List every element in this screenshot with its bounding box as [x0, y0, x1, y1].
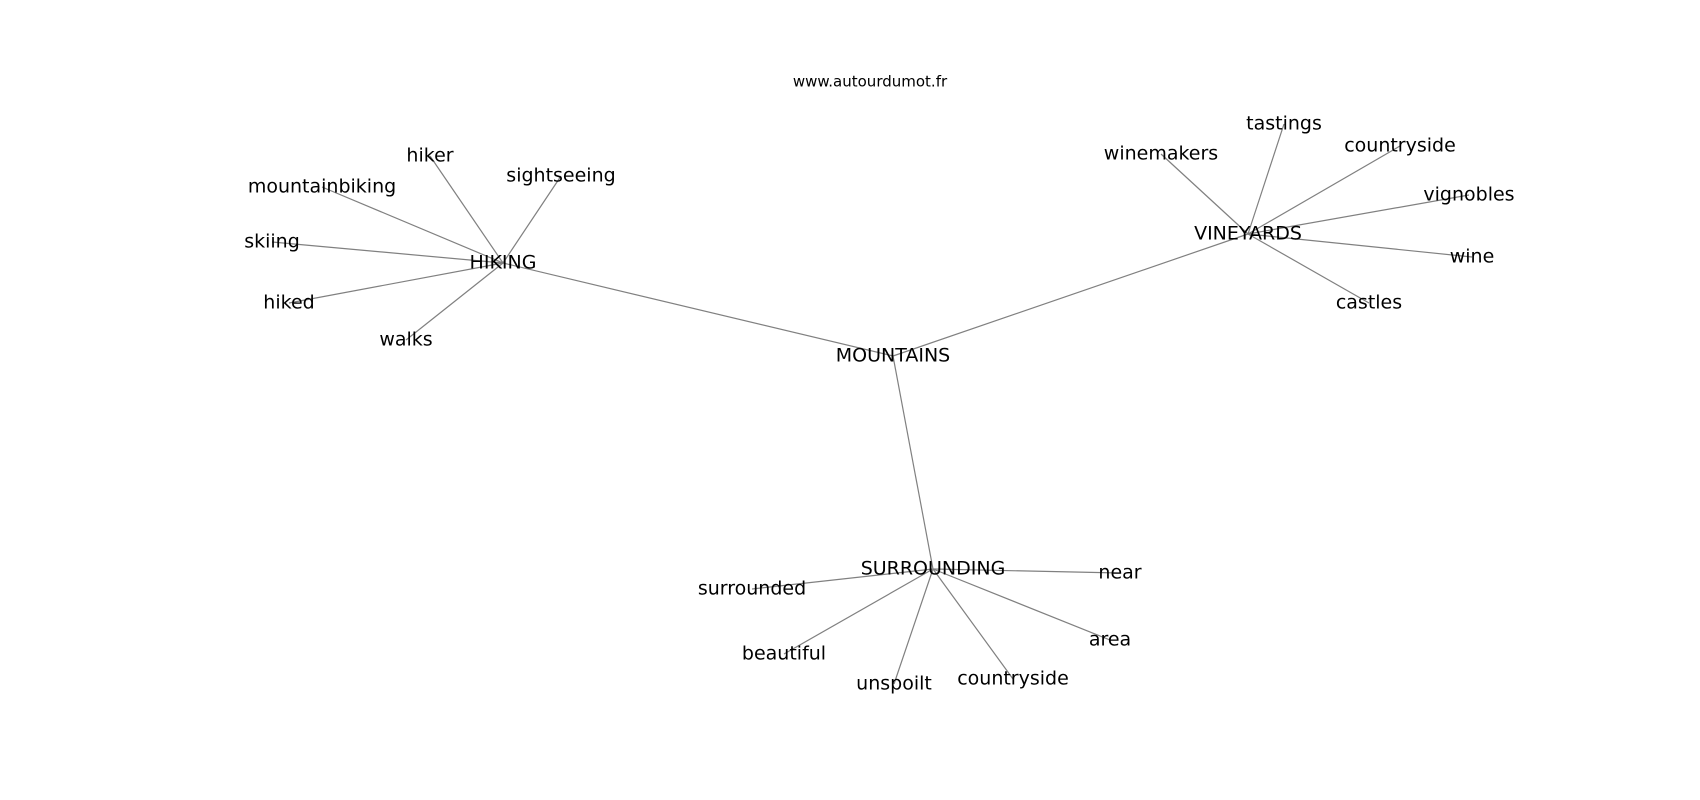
edge-surrounding-unspoilt [893, 568, 934, 685]
edge-hiking-skiing [271, 241, 504, 264]
edge-vineyards-countryside_v [1247, 145, 1401, 235]
node-label-mountains: MOUNTAINS [836, 345, 950, 367]
node-label-vineyards: VINEYARDS [1194, 223, 1302, 245]
edge-surrounding-near [932, 568, 1121, 574]
node-label-countryside-s: countryside [957, 668, 1069, 690]
node-label-hiking: HIKING [470, 252, 537, 274]
edge-hiking-sightseeing [502, 175, 562, 264]
edge-hiking-hiked [288, 262, 504, 304]
edge-hiking-hiker [429, 155, 504, 264]
node-label-mountainbiking: mountainbiking [248, 176, 396, 198]
edge-surrounding-countryside_s [932, 568, 1014, 680]
edge-vineyards-wine [1247, 233, 1473, 258]
node-label-surrounding: SURROUNDING [861, 558, 1006, 580]
edge-hiking-walks [405, 262, 504, 341]
node-label-walks: walks [379, 329, 432, 351]
node-label-hiked: hiked [263, 292, 314, 314]
node-label-vignobles: vignobles [1423, 184, 1514, 206]
edge-mountains-surrounding [892, 355, 934, 570]
edge-surrounding-surrounded [751, 568, 934, 590]
edge-mountains-vineyards [892, 233, 1249, 357]
node-label-surrounded: surrounded [698, 578, 806, 600]
edge-surrounding-area [932, 568, 1111, 641]
node-label-sightseeing: sightseeing [506, 165, 615, 187]
node-label-near: near [1098, 562, 1141, 584]
edge-vineyards-vignobles [1247, 194, 1470, 235]
node-label-wine: wine [1450, 246, 1495, 268]
node-label-countryside-v: countryside [1344, 135, 1456, 157]
node-label-skiing: skiing [244, 231, 300, 253]
node-label-hiker: hiker [406, 145, 453, 167]
node-label-tastings: tastings [1246, 113, 1322, 135]
node-label-beautiful: beautiful [742, 643, 826, 665]
site-watermark: www.autourdumot.fr [793, 73, 948, 91]
node-label-winemakers: winemakers [1104, 143, 1218, 165]
edge-surrounding-beautiful [783, 568, 934, 655]
edge-vineyards-castles [1247, 233, 1370, 304]
edge-hiking-mountainbiking [321, 186, 504, 264]
edge-vineyards-tastings [1247, 123, 1285, 235]
graph-edges [271, 123, 1473, 685]
edge-vineyards-winemakers [1160, 153, 1249, 235]
node-label-unspoilt: unspoilt [856, 673, 932, 695]
graph-labels: MOUNTAINS HIKING VINEYARDS SURROUNDING hiker… [244, 113, 1514, 695]
edge-mountains-hiking [502, 262, 894, 357]
node-label-castles: castles [1336, 292, 1402, 314]
node-label-area: area [1089, 629, 1131, 651]
